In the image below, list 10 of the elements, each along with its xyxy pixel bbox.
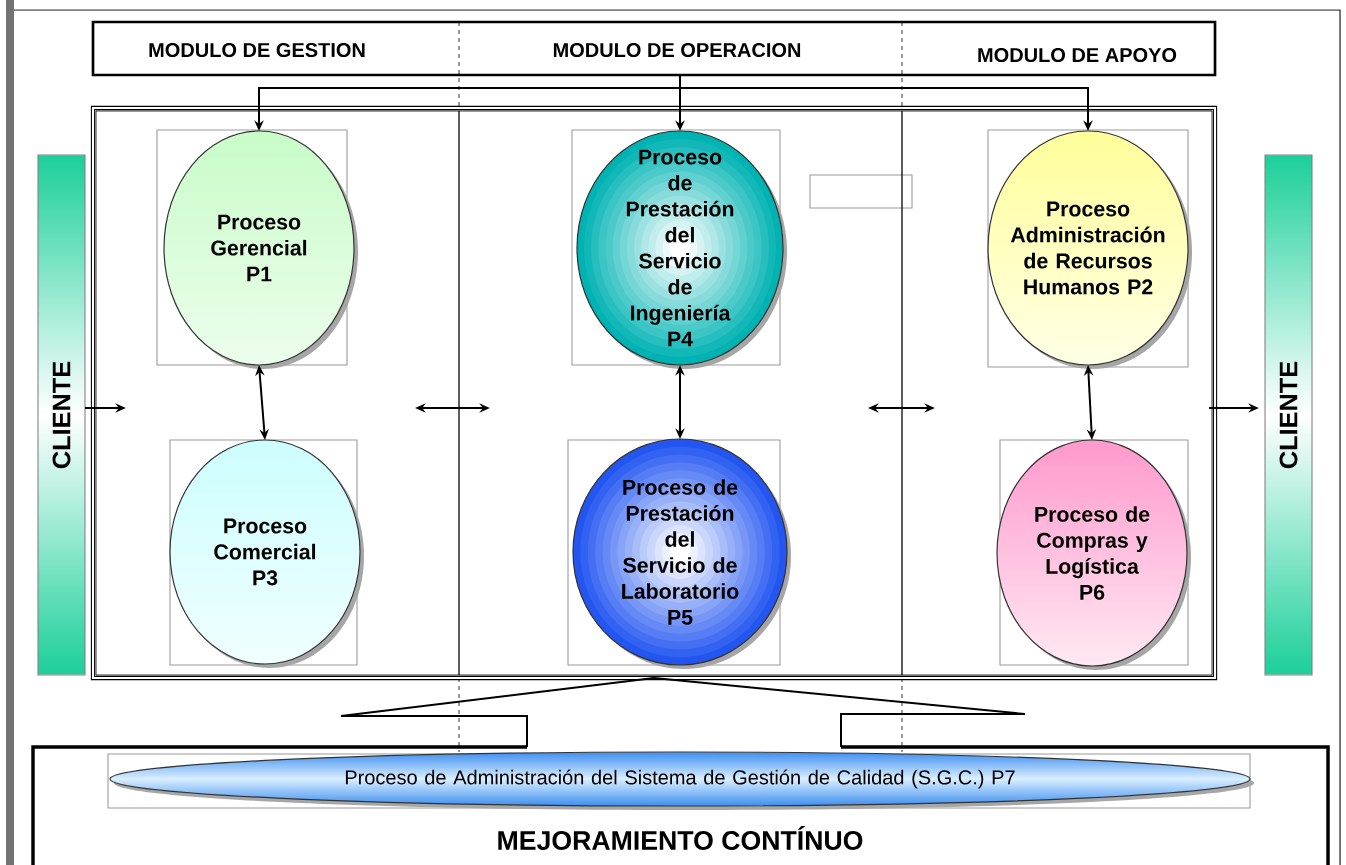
process-frame: [90, 105, 1218, 681]
client-bar: CLIENTE: [37, 154, 86, 676]
client-bar: CLIENTE: [1264, 154, 1313, 676]
column-panel: [95, 110, 460, 676]
module-heading: MODULO DE OPERACION: [553, 42, 801, 58]
module-heading: MODULO DE GESTION: [149, 42, 365, 58]
column-panel: [458, 110, 903, 676]
column-panel: [901, 110, 1213, 676]
module-heading: MODULO DE APOYO: [978, 47, 1177, 63]
funnel-connector: [340, 677, 1026, 748]
